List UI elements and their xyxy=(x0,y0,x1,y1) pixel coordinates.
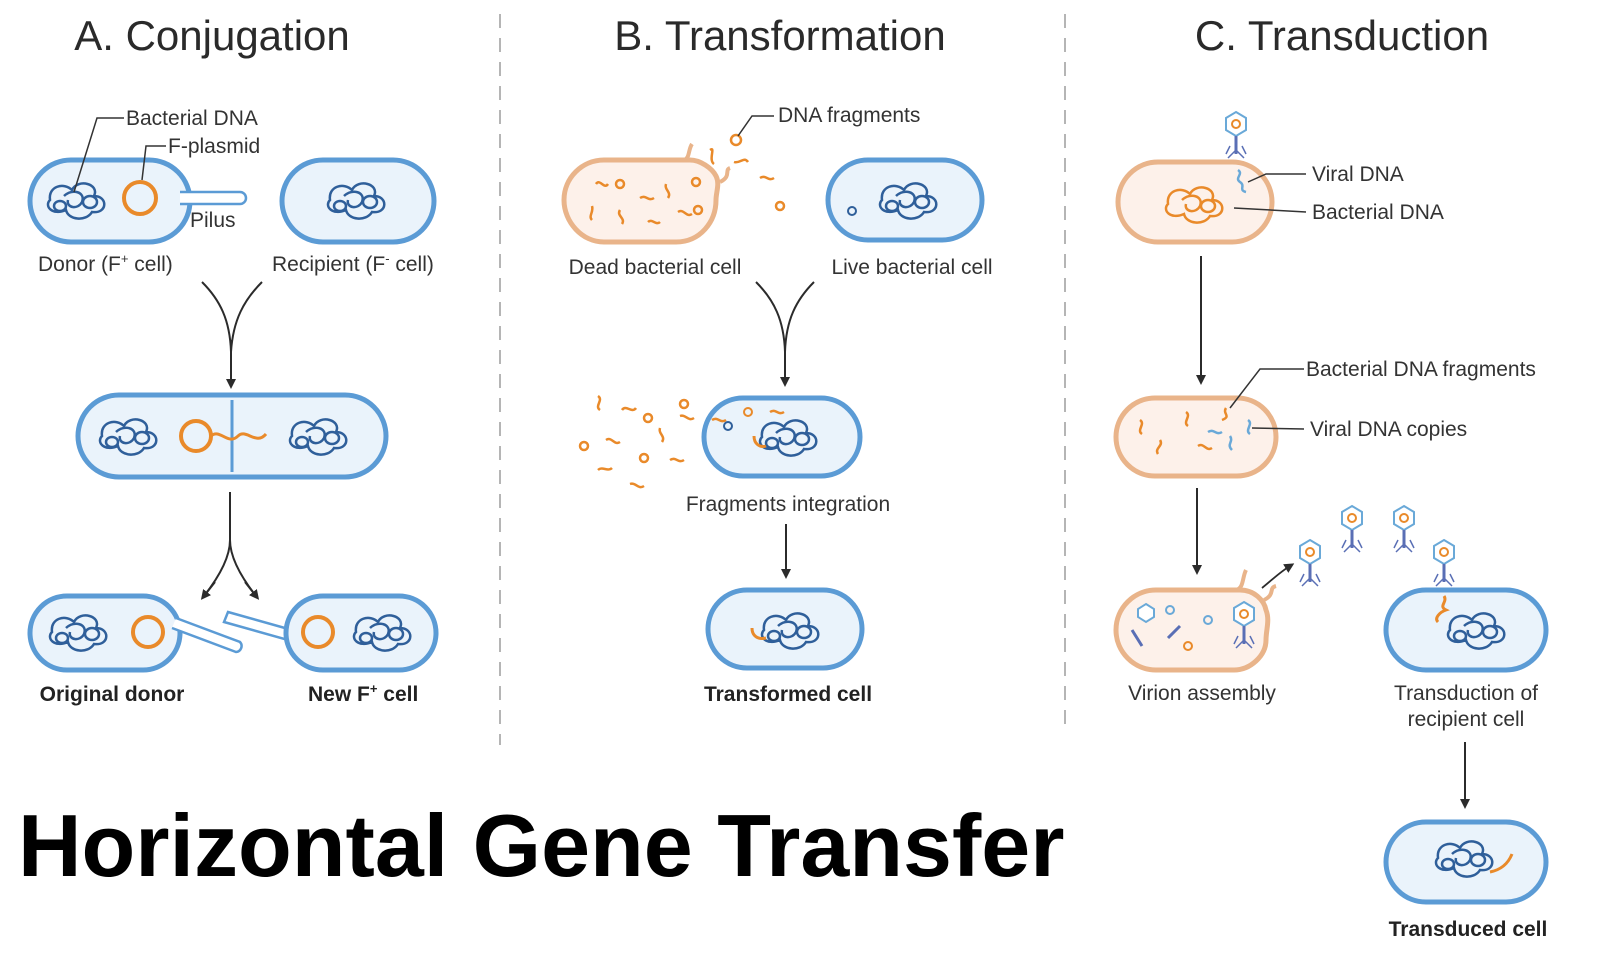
label-viral-dna: Viral DNA xyxy=(1312,163,1404,186)
label-dna-fragments: DNA fragments xyxy=(778,104,920,127)
pilus-right xyxy=(222,610,294,642)
recipient-cell-c xyxy=(1383,587,1549,673)
label-transduced: Transduced cell xyxy=(1389,918,1548,941)
pilus xyxy=(180,190,248,206)
label-donor: Donor (F+ cell) xyxy=(38,251,173,276)
main-title: Horizontal Gene Transfer xyxy=(18,796,1064,895)
label-f-plasmid: F-plasmid xyxy=(168,135,260,158)
leader-bacterial-dna-c xyxy=(1233,207,1307,213)
transduced-cell xyxy=(1383,819,1549,905)
label-bacterial-dna-a: Bacterial DNA xyxy=(126,107,258,130)
recipient-cell xyxy=(279,157,437,245)
dna-fragments-free xyxy=(709,133,786,212)
leader-copies xyxy=(1251,427,1305,430)
leader-bacterial-dna xyxy=(73,117,124,193)
dead-bacterial-cell xyxy=(561,142,731,245)
heading-transduction: C. Transduction xyxy=(1195,12,1489,59)
fragmented-cell xyxy=(1113,395,1279,479)
live-bacterial-cell xyxy=(825,157,985,243)
phage-released-3 xyxy=(1392,504,1416,554)
split-arrow-a xyxy=(203,492,257,597)
pilus-left xyxy=(171,616,243,654)
donor-cell xyxy=(27,157,193,245)
label-recipient: Recipient (F- cell) xyxy=(272,251,434,276)
heading-transformation: B. Transformation xyxy=(614,12,945,59)
transformed-cell xyxy=(705,587,865,671)
label-dead-cell: Dead bacterial cell xyxy=(569,256,742,279)
leader-viral-dna xyxy=(1247,173,1306,183)
arrow-a-left xyxy=(200,581,216,600)
label-transformed: Transformed cell xyxy=(704,683,872,706)
label-pilus: Pilus xyxy=(190,209,236,232)
label-new-f-cell: New F+ cell xyxy=(308,681,418,706)
label-bacterial-dna-c: Bacterial DNA xyxy=(1312,201,1444,224)
arrow-release xyxy=(1261,563,1295,589)
label-transduction-1: Transduction of xyxy=(1394,682,1538,705)
virion-assembly-cell xyxy=(1113,569,1277,673)
fragments-cloud xyxy=(578,394,695,489)
infected-cell xyxy=(1115,159,1275,245)
label-transduction-2: recipient cell xyxy=(1408,708,1525,731)
mating-cells xyxy=(75,392,389,480)
label-original-donor: Original donor xyxy=(40,683,185,706)
arrow-a-right xyxy=(244,581,260,600)
leader-f-plasmid xyxy=(141,145,166,181)
f-plasmid-ring xyxy=(122,180,158,216)
phage-infecting-recipient xyxy=(1432,538,1456,588)
heading-conjugation: A. Conjugation xyxy=(74,12,350,59)
phage-released-2 xyxy=(1340,504,1364,554)
phage-released-1 xyxy=(1298,538,1322,588)
phage-infecting xyxy=(1224,110,1248,160)
label-virion: Virion assembly xyxy=(1128,682,1276,705)
label-copies: Viral DNA copies xyxy=(1310,418,1467,441)
new-f-plus-cell xyxy=(283,593,439,673)
leader-dna-fragments xyxy=(737,115,774,137)
original-donor-cell xyxy=(27,593,183,673)
leader-fragments xyxy=(1229,368,1304,409)
label-integration: Fragments integration xyxy=(686,493,890,516)
label-fragments: Bacterial DNA fragments xyxy=(1306,358,1536,381)
integrating-cell xyxy=(701,395,863,479)
label-live-cell: Live bacterial cell xyxy=(831,256,992,279)
